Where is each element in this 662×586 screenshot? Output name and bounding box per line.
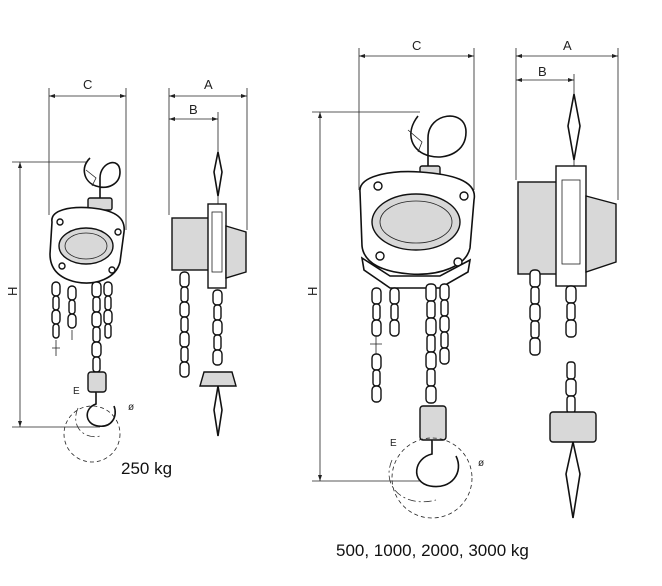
side-chain-large bbox=[529, 269, 577, 414]
dim-label-b-small: B bbox=[189, 102, 198, 117]
dimension-c-small: C bbox=[48, 77, 127, 230]
dim-label-h-small: H bbox=[5, 287, 20, 296]
side-chain-small bbox=[179, 271, 223, 378]
large-hoist-front-view: C H bbox=[305, 38, 484, 519]
small-hoist-side-view: A B bbox=[168, 77, 248, 437]
load-chain-small bbox=[91, 281, 113, 373]
caption-large-hoists: 500, 1000, 2000, 3000 kg bbox=[336, 541, 529, 560]
dimension-b-small: B bbox=[169, 102, 219, 205]
large-hoist-side-view: A B bbox=[515, 38, 619, 519]
load-chain-large bbox=[425, 283, 450, 404]
hand-chain-large bbox=[370, 287, 400, 403]
dimension-h-large: H bbox=[305, 111, 440, 482]
dim-label-a-small: A bbox=[204, 77, 213, 92]
dim-label-e-large: E bbox=[390, 438, 397, 449]
hand-chain-left bbox=[51, 281, 77, 356]
caption-small-hoist: 250 kg bbox=[121, 459, 173, 478]
dimension-h-small: H bbox=[5, 161, 100, 428]
dimension-b-large: B bbox=[516, 64, 575, 170]
dim-label-e-small: E bbox=[73, 386, 80, 397]
dim-label-h-large: H bbox=[305, 287, 320, 296]
dimension-c-large: C bbox=[358, 38, 475, 190]
small-hoist-front-view: C H bbox=[5, 77, 134, 463]
dimension-a-small: A bbox=[168, 77, 248, 230]
dim-label-diameter-small: ø bbox=[128, 402, 134, 413]
dim-label-c-large: C bbox=[412, 38, 421, 53]
dim-label-c-small: C bbox=[83, 77, 92, 92]
dim-label-diameter-large: ø bbox=[478, 458, 484, 469]
dim-label-b-large: B bbox=[538, 64, 547, 79]
dimension-a-large: A bbox=[515, 38, 619, 200]
dim-label-a-large: A bbox=[563, 38, 572, 53]
